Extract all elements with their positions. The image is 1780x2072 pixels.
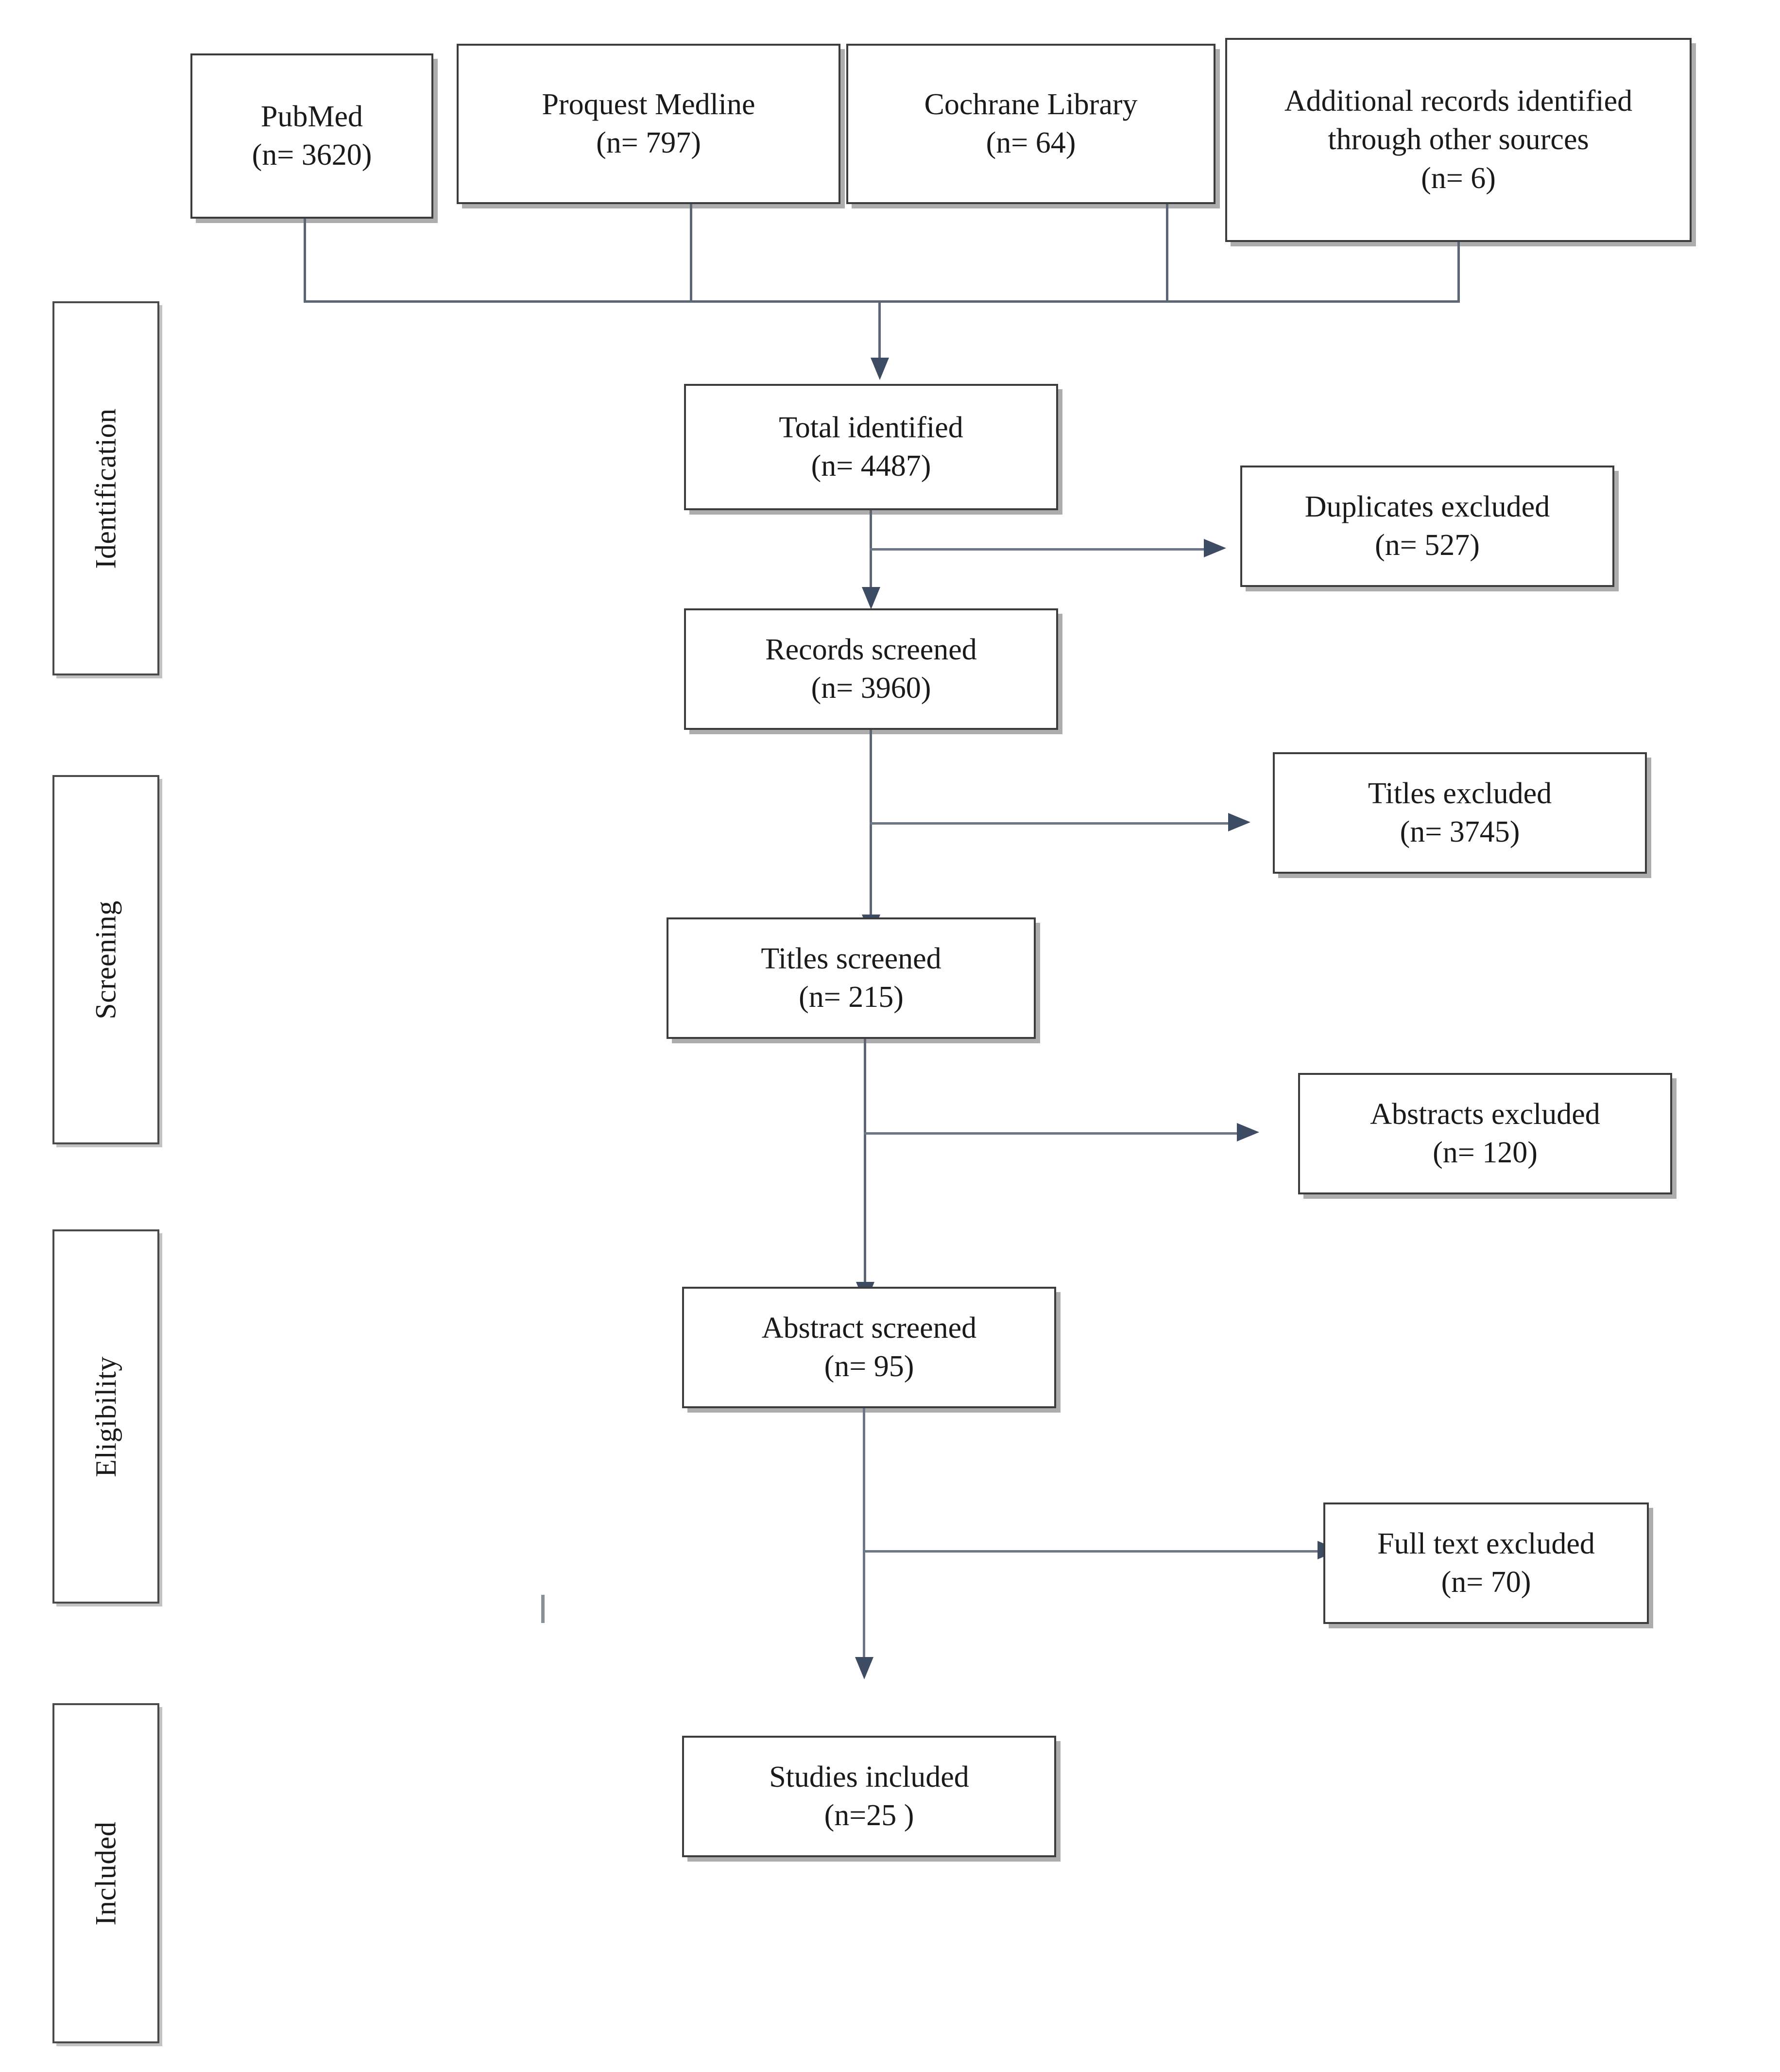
source-proquest-medline-title: Proquest Medline (542, 87, 755, 121)
arrow-branch-titles-excluded (1228, 813, 1250, 831)
flow-studies-included-title: Studies included (769, 1760, 969, 1794)
exclusion-abstracts-title: Abstracts excluded (1370, 1097, 1600, 1131)
flow-box-abstract-screened: Abstract screened (n= 95) (682, 1287, 1056, 1408)
stage-label-eligibility: Eligibility (52, 1229, 159, 1604)
stray-tick-mark (541, 1595, 545, 1623)
flow-records-screened-count: (n= 3960) (811, 672, 931, 705)
source-box-pubmed: PubMed (n= 3620) (190, 53, 433, 219)
exclusion-titles-count: (n= 3745) (1400, 815, 1520, 848)
arrow-branch-abstracts-excluded (1237, 1123, 1259, 1141)
connector-merge-to-total (878, 300, 881, 363)
connector-branch-full-text-excluded (863, 1550, 1319, 1553)
exclusion-titles-title: Titles excluded (1368, 777, 1552, 810)
connector-merge-bus (304, 300, 1460, 303)
flow-box-studies-included: Studies included (n=25 ) (682, 1736, 1056, 1857)
connector-abstract-to-studies (863, 1408, 865, 1662)
flow-total-identified-count: (n= 4487) (811, 449, 931, 483)
connector-proquest-drop (690, 204, 692, 302)
flow-total-identified-title: Total identified (779, 411, 963, 444)
flow-abstract-screened-count: (n= 95) (824, 1350, 914, 1383)
exclusion-full-text-count: (n= 70) (1441, 1566, 1531, 1599)
stage-label-eligibility-text: Eligibility (89, 1356, 122, 1477)
stage-label-screening-text: Screening (89, 900, 122, 1019)
connector-branch-abstracts-excluded (864, 1132, 1238, 1135)
stage-label-screening: Screening (52, 775, 159, 1144)
stage-label-included: Included (52, 1703, 159, 2043)
arrow-branch-duplicates (1204, 539, 1226, 557)
flow-box-total-identified: Total identified (n= 4487) (684, 384, 1058, 510)
source-additional-records-title: Additional records identified through ot… (1284, 84, 1633, 156)
exclusion-box-abstracts-excluded: Abstracts excluded (n= 120) (1298, 1073, 1672, 1194)
flow-box-records-screened: Records screened (n= 3960) (684, 608, 1058, 730)
arrow-total-to-records-screened (862, 587, 880, 609)
connector-titles-to-abstract (864, 1039, 866, 1287)
connector-records-to-titles (870, 730, 872, 919)
flow-records-screened-title: Records screened (765, 633, 977, 666)
connector-additional-drop (1457, 242, 1460, 302)
source-box-additional-records: Additional records identified through ot… (1225, 38, 1692, 242)
connector-pubmed-drop (304, 219, 306, 302)
stage-label-identification-text: Identification (89, 408, 122, 569)
source-pubmed-title: PubMed (260, 100, 363, 133)
flow-titles-screened-title: Titles screened (761, 942, 941, 975)
exclusion-full-text-title: Full text excluded (1377, 1527, 1595, 1560)
flow-studies-included-count: (n=25 ) (824, 1799, 914, 1832)
flow-abstract-screened-title: Abstract screened (761, 1311, 977, 1345)
source-additional-records-count: (n= 6) (1421, 161, 1496, 195)
source-box-cochrane-library: Cochrane Library (n= 64) (846, 44, 1215, 204)
source-cochrane-library-count: (n= 64) (986, 126, 1076, 159)
flow-box-titles-screened: Titles screened (n= 215) (667, 917, 1036, 1039)
connector-cochrane-drop (1166, 204, 1168, 302)
exclusion-duplicates-title: Duplicates excluded (1304, 490, 1550, 523)
stage-label-included-text: Included (89, 1821, 122, 1925)
arrow-merge-to-total-identified (871, 358, 889, 380)
source-cochrane-library-title: Cochrane Library (924, 87, 1138, 121)
exclusion-duplicates-count: (n= 527) (1375, 529, 1480, 562)
exclusion-abstracts-count: (n= 120) (1433, 1136, 1538, 1169)
connector-branch-duplicates (870, 548, 1205, 551)
source-box-proquest-medline: Proquest Medline (n= 797) (457, 44, 840, 204)
stage-label-identification: Identification (52, 301, 159, 675)
source-proquest-medline-count: (n= 797) (596, 126, 701, 159)
exclusion-box-titles-excluded: Titles excluded (n= 3745) (1273, 752, 1647, 874)
source-pubmed-count: (n= 3620) (252, 138, 372, 172)
flow-titles-screened-count: (n= 215) (799, 981, 904, 1014)
exclusion-box-full-text-excluded: Full text excluded (n= 70) (1323, 1502, 1649, 1624)
exclusion-box-duplicates-excluded: Duplicates excluded (n= 527) (1240, 466, 1614, 587)
arrow-abstract-to-studies-included (855, 1657, 873, 1679)
connector-total-to-records (870, 510, 872, 592)
connector-branch-titles-excluded (870, 822, 1229, 825)
